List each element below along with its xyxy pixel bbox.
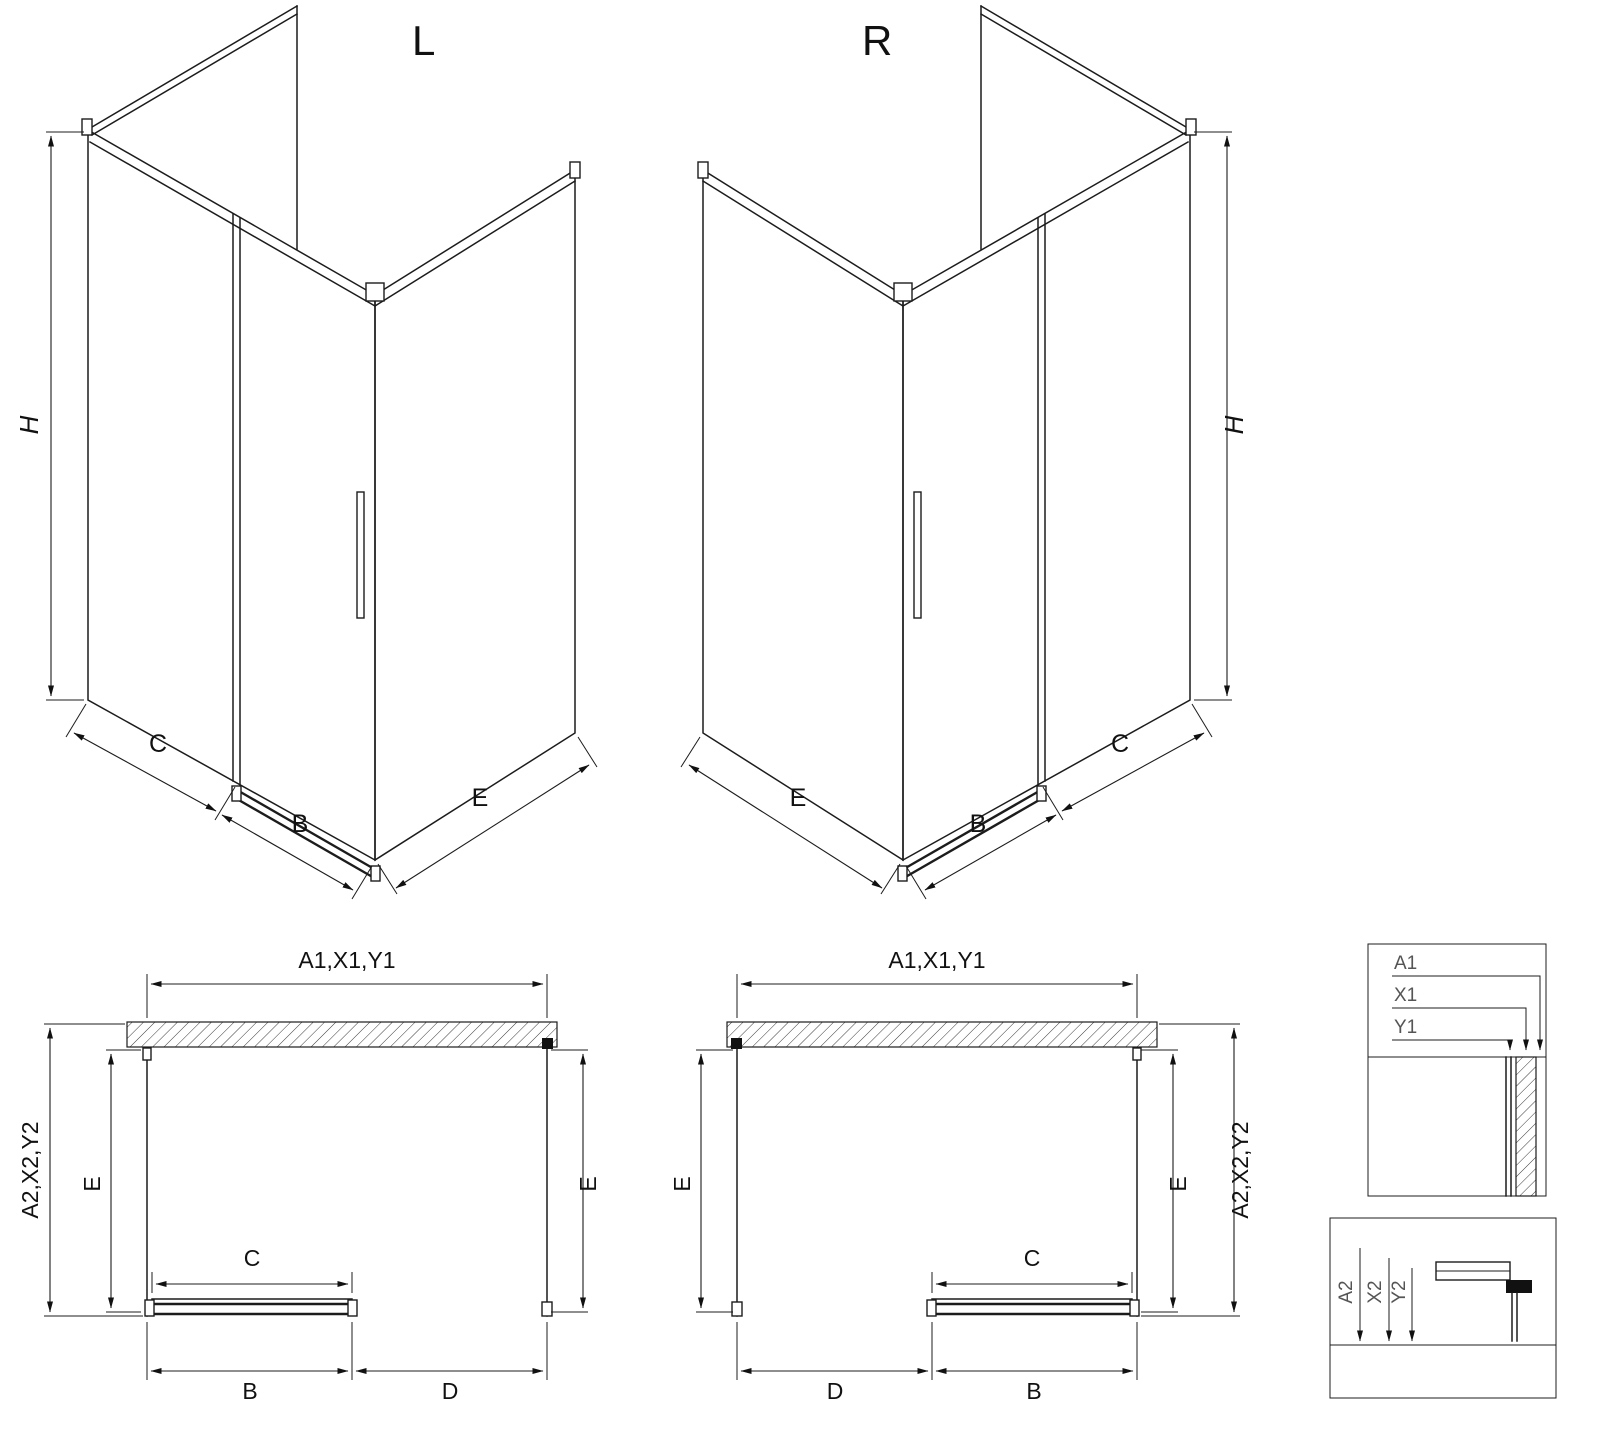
plan-right-outer-label: A2,X2,Y2 xyxy=(1227,1121,1253,1218)
plan-right-wall xyxy=(726,1021,1158,1048)
detail-bottom-x2-label: X2 xyxy=(1365,1280,1386,1303)
iso-right-view: R H xyxy=(680,4,1249,900)
iso-right-title: R xyxy=(862,17,892,64)
plan-left-e-right-label: E xyxy=(575,1176,601,1191)
iso-left-dimensions: H C B E xyxy=(14,131,598,900)
plan-left-top-dim-label: A1,X1,Y1 xyxy=(298,947,395,973)
dim-line-b-right xyxy=(924,814,1057,891)
iso-left-back-panel xyxy=(90,4,299,250)
detail-bottom-a2-label: A2 xyxy=(1336,1280,1357,1303)
plan-right-d-label: D xyxy=(827,1378,844,1404)
plan-right-top-dim-label: A1,X1,Y1 xyxy=(888,947,985,973)
plan-left-view: A1,X1,Y1 C B D E E xyxy=(17,947,601,1404)
iso-left-title: L xyxy=(412,17,435,64)
iso-right-dimensions: H C B E xyxy=(680,131,1249,900)
dim-line-b-left xyxy=(221,814,354,891)
iso-left-side-panel xyxy=(81,118,581,862)
plan-left-c-label: C xyxy=(244,1245,261,1271)
plan-right-e-left-label: E xyxy=(669,1176,695,1191)
plan-left-wall xyxy=(126,1021,558,1048)
plan-right-wall-anchor xyxy=(731,1038,742,1049)
iso-right-side-panel xyxy=(697,118,1197,862)
detail-top-frame xyxy=(1367,943,1547,1197)
detail-top-wall-section xyxy=(1515,1056,1537,1197)
dim-label-b-right: B xyxy=(970,810,987,838)
plan-left-wall-anchor xyxy=(542,1038,553,1049)
iso-left-front-face xyxy=(87,128,381,882)
dim-label-b-left: B xyxy=(292,810,309,838)
dim-label-h-right: H xyxy=(1219,415,1249,434)
iso-left-wall-profile-left xyxy=(81,118,93,136)
iso-left-corner-post xyxy=(365,282,385,302)
dim-line-c-left xyxy=(73,732,217,812)
dim-line-c-right xyxy=(1061,732,1205,812)
dim-label-e-right: E xyxy=(790,784,807,812)
plan-left-b-label: B xyxy=(242,1378,257,1404)
iso-right-back-panel xyxy=(979,4,1188,250)
detail-bottom-y2-label: Y2 xyxy=(1389,1280,1410,1303)
detail-top-x1-label: X1 xyxy=(1394,985,1417,1006)
detail-bottom-frame xyxy=(1329,1217,1557,1399)
detail-top-y1-label: Y1 xyxy=(1394,1017,1417,1038)
dim-label-c-right: C xyxy=(1111,730,1129,758)
detail-top-a1-leader xyxy=(1392,975,1543,1051)
plan-right-view: A1,X1,Y1 C D B E E A2,X2,Y2 xyxy=(669,947,1253,1404)
iso-left-door-handle xyxy=(356,491,365,619)
detail-top-a1-label: A1 xyxy=(1394,953,1417,974)
plan-left-outer-label: A2,X2,Y2 xyxy=(17,1121,43,1218)
detail-bottom-view: A2 X2 Y2 xyxy=(1329,1217,1557,1399)
dim-label-h-left: H xyxy=(14,415,44,434)
iso-right-door-handle xyxy=(913,491,922,619)
iso-left-fixed-panel xyxy=(87,128,376,862)
iso-left-view: L xyxy=(14,4,598,900)
iso-left-wall-profile-right xyxy=(569,161,581,179)
plan-right-c-label: C xyxy=(1024,1245,1041,1271)
plan-right-e-right-label: E xyxy=(1165,1176,1191,1191)
plan-left-d-label: D xyxy=(442,1378,459,1404)
iso-right-corner-post xyxy=(893,282,913,302)
iso-right-fixed-panel xyxy=(902,128,1191,862)
detail-top-y1-leader xyxy=(1392,1039,1513,1051)
iso-right-wall-profile-left xyxy=(697,161,709,179)
plan-right-b-label: B xyxy=(1026,1378,1041,1404)
dim-line-e-right xyxy=(688,764,883,889)
iso-right-wall-profile-right xyxy=(1185,118,1197,136)
dim-label-c-left: C xyxy=(149,730,167,758)
iso-right-front-face xyxy=(897,128,1191,882)
plan-left-e-left-label: E xyxy=(79,1176,105,1191)
detail-bottom-roller xyxy=(1506,1280,1532,1293)
detail-top-view: A1 X1 Y1 xyxy=(1367,943,1547,1197)
dim-line-e-left xyxy=(395,764,590,889)
dim-label-e-left: E xyxy=(472,784,489,812)
detail-top-x1-leader xyxy=(1392,1007,1529,1051)
